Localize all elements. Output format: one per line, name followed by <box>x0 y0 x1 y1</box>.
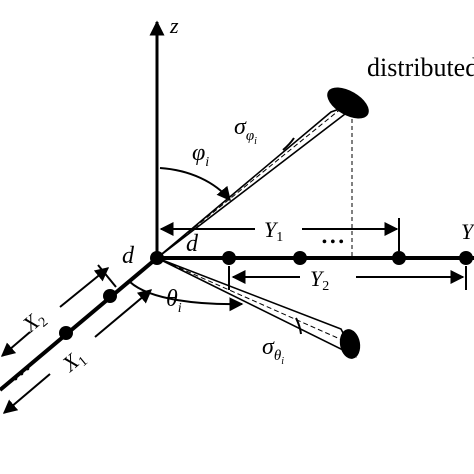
lower-beam-cone <box>156 257 357 358</box>
y-array-element-4 <box>459 251 473 265</box>
x1-dimension-arrow-up <box>94 289 153 338</box>
y-array-dots: • • • <box>322 235 344 250</box>
x-array-element-1 <box>103 289 117 303</box>
x-array-element-2 <box>59 326 73 340</box>
sigma-phi-arc <box>282 137 295 151</box>
x1-dimension-arrow-down <box>2 373 51 414</box>
x-axis <box>0 256 159 392</box>
distributed-label: distributed <box>367 53 474 82</box>
x1-label: X1 <box>57 344 91 379</box>
d-label-left: d <box>122 243 135 269</box>
sigma-theta-arc <box>295 317 302 335</box>
theta-i-label: θi <box>166 286 182 316</box>
lower-beam-cap <box>339 329 361 359</box>
x2-label: X2 <box>17 305 51 340</box>
y1-label: Y1 <box>264 217 283 245</box>
y-array-element-2 <box>293 251 307 265</box>
y2-label: Y2 <box>310 266 329 294</box>
y-axis-label: Y <box>461 219 474 244</box>
phi-i-label: φi <box>192 140 209 170</box>
x2-tick <box>97 264 117 288</box>
theta-angle-arc <box>129 281 244 312</box>
sigma-theta-label: σθi <box>262 334 284 367</box>
z-axis-label: z <box>169 13 179 38</box>
lower-beam-center <box>156 257 350 344</box>
y-array-element-3 <box>392 251 406 265</box>
d-label-right: d <box>186 231 199 257</box>
upper-beam-center <box>156 102 349 259</box>
phi-angle-arc <box>159 167 231 202</box>
x2-dimension-arrow-down <box>0 331 31 357</box>
y-array-element-1 <box>222 251 236 265</box>
upper-beam-cap <box>327 87 369 119</box>
x2-dimension-arrow-up <box>59 267 110 308</box>
sigma-phi-label: σφi <box>234 114 257 147</box>
